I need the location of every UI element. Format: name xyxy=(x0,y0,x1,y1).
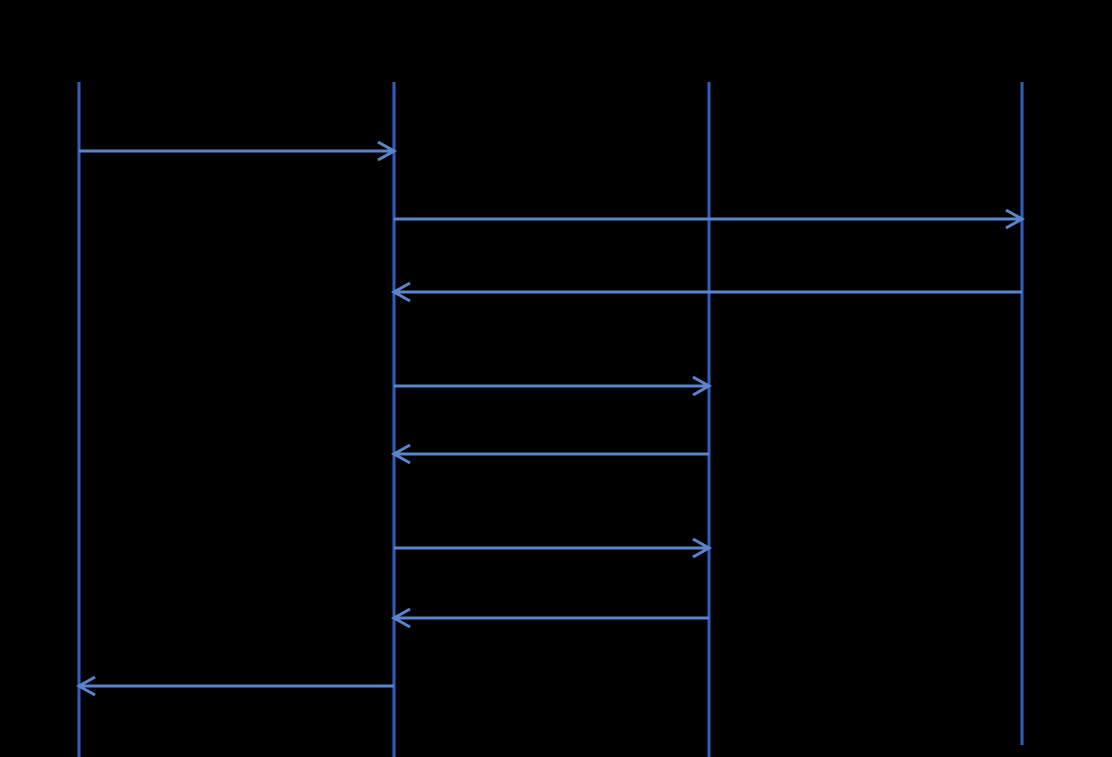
lifelines-group xyxy=(77,82,1024,757)
message-arrow-1[interactable] xyxy=(79,140,398,162)
arrowhead-icon-5 xyxy=(390,443,411,465)
message-arrow-4[interactable] xyxy=(394,375,713,397)
arrowhead-icon-3 xyxy=(390,281,411,303)
message-arrow-5[interactable] xyxy=(390,443,709,465)
message-arrow-8[interactable] xyxy=(75,675,394,697)
arrowhead-icon-2 xyxy=(1005,208,1026,230)
message-arrow-3[interactable] xyxy=(390,281,1022,303)
arrowhead-icon-4 xyxy=(692,375,713,397)
message-arrow-6[interactable] xyxy=(394,537,713,559)
arrowhead-icon-6 xyxy=(692,537,713,559)
message-arrow-2[interactable] xyxy=(394,208,1026,230)
arrowhead-icon-1 xyxy=(377,140,398,162)
message-arrow-7[interactable] xyxy=(390,607,709,629)
arrowhead-icon-8 xyxy=(75,675,96,697)
arrowhead-icon-7 xyxy=(390,607,411,629)
messages-group xyxy=(75,140,1026,697)
